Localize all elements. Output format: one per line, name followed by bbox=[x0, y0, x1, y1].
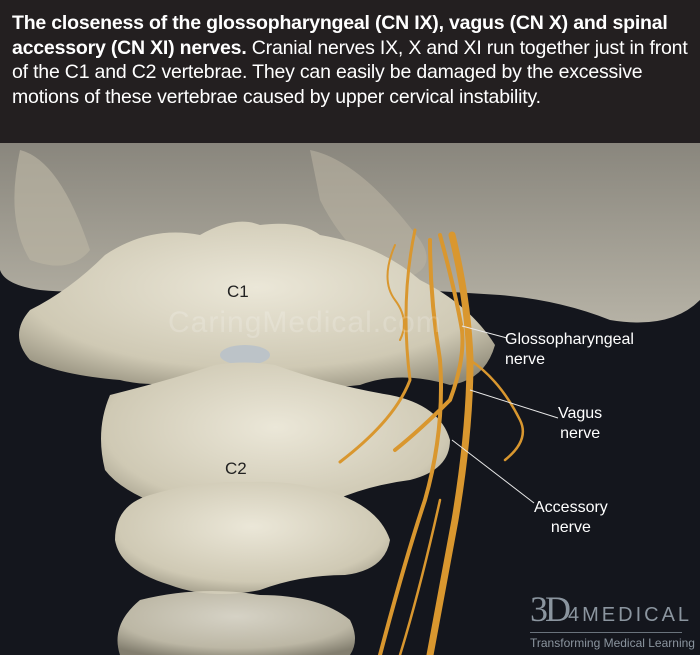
c4-vertebra bbox=[117, 591, 355, 655]
label-glossopharyngeal-nerve: Glossopharyngeal nerve bbox=[505, 330, 634, 370]
nerve-branch bbox=[338, 228, 417, 464]
logo-word: 4MEDICAL bbox=[568, 604, 693, 626]
leader-glossopharyngeal bbox=[461, 325, 508, 339]
odontoid-gap bbox=[220, 345, 270, 365]
leader-accessory bbox=[451, 439, 535, 504]
3d4medical-logo: 3D4MEDICAL Transforming Medical Learning bbox=[530, 588, 695, 650]
anatomy-illustration: CaringMedical.com C1 C2 Glossopharyngeal… bbox=[0, 143, 700, 655]
label-line: Glossopharyngeal bbox=[505, 331, 634, 348]
label-c2: C2 bbox=[225, 459, 247, 478]
label-line: nerve bbox=[505, 351, 546, 368]
label-line: nerve bbox=[550, 519, 591, 536]
c3-vertebra bbox=[115, 481, 390, 594]
accessory-nerve bbox=[378, 238, 443, 655]
c1-atlas bbox=[19, 221, 495, 387]
leader-vagus bbox=[469, 389, 559, 419]
leader-lines bbox=[451, 325, 559, 504]
logo-tagline: Transforming Medical Learning bbox=[530, 636, 695, 650]
label-line: nerve bbox=[560, 425, 601, 442]
caption-body: Cranial nerves IX, X and XI run together… bbox=[12, 36, 688, 108]
mastoid-left bbox=[14, 150, 90, 266]
cervical-spine-illustration bbox=[0, 143, 700, 655]
logo-mark: 3D bbox=[530, 589, 571, 629]
logo-divider bbox=[530, 632, 682, 633]
vagus-nerve bbox=[426, 231, 474, 655]
label-vagus-nerve: Vagus nerve bbox=[558, 404, 602, 444]
label-line: Accessory bbox=[534, 499, 608, 516]
label-line: Vagus bbox=[558, 405, 603, 422]
caption: The closeness of the glossopharyngeal (C… bbox=[0, 0, 700, 143]
glossopharyngeal-nerve bbox=[393, 233, 465, 452]
mastoid-right bbox=[310, 150, 427, 280]
c2-axis bbox=[101, 362, 450, 525]
nerve-branch bbox=[386, 244, 405, 341]
label-c1: C1 bbox=[227, 282, 249, 301]
label-accessory-nerve: Accessory nerve bbox=[534, 498, 608, 538]
nerve-branch bbox=[398, 498, 442, 655]
nerve-branch bbox=[468, 358, 525, 462]
nerves bbox=[338, 228, 525, 655]
caption-title: The closeness of the glossopharyngeal (C… bbox=[12, 12, 668, 59]
watermark: CaringMedical.com bbox=[168, 306, 442, 339]
